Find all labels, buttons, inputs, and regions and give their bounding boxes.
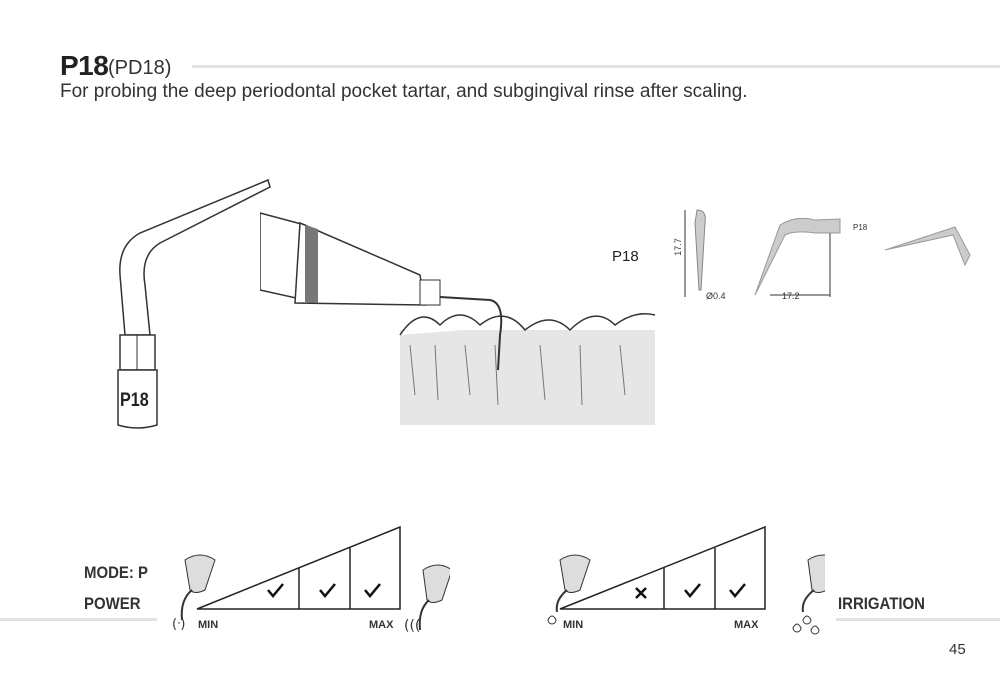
dimension-label: P18 — [612, 248, 639, 265]
title-divider — [192, 65, 1000, 68]
drop-icon — [547, 615, 557, 625]
cross-icon — [635, 587, 647, 599]
tip-label: P18 — [120, 390, 149, 411]
power-chart: (ᐧ) ((( — [172, 525, 450, 634]
product-description: For probing the deep periodontal pocket … — [60, 81, 748, 102]
irrigation-max: MAX — [734, 619, 759, 631]
drops-icon — [792, 615, 820, 635]
reach-dimension: 17.2 — [782, 291, 800, 301]
power-min: MIN — [198, 619, 219, 631]
bottom-rule-left — [0, 618, 157, 621]
product-alt-code: (PD18) — [108, 57, 172, 79]
check-icons — [267, 583, 381, 598]
mode-label: MODE: P — [84, 563, 149, 582]
irrigation-min: MIN — [563, 619, 584, 631]
power-max: MAX — [369, 619, 394, 631]
irrigation-chart — [547, 525, 825, 635]
handpiece-teeth-illustration — [260, 212, 656, 425]
length-dimension: 17.7 — [672, 238, 683, 256]
irrigation-label: IRRIGATION — [838, 594, 925, 613]
high-vibration-icon: ((( — [404, 618, 420, 634]
handpiece-icon — [184, 554, 216, 593]
page-number: 45 — [949, 641, 966, 658]
dimension-drawings — [684, 209, 971, 297]
product-code: P18 — [60, 50, 109, 81]
tip-illustration — [117, 178, 271, 429]
diameter-dimension: Ø0.4 — [706, 291, 726, 301]
power-label: POWER — [84, 594, 141, 613]
check-icons — [684, 583, 746, 598]
tip-marking: P18 — [853, 223, 868, 232]
low-vibration-icon: (ᐧ) — [172, 617, 185, 632]
bottom-rule-right — [836, 618, 1000, 621]
